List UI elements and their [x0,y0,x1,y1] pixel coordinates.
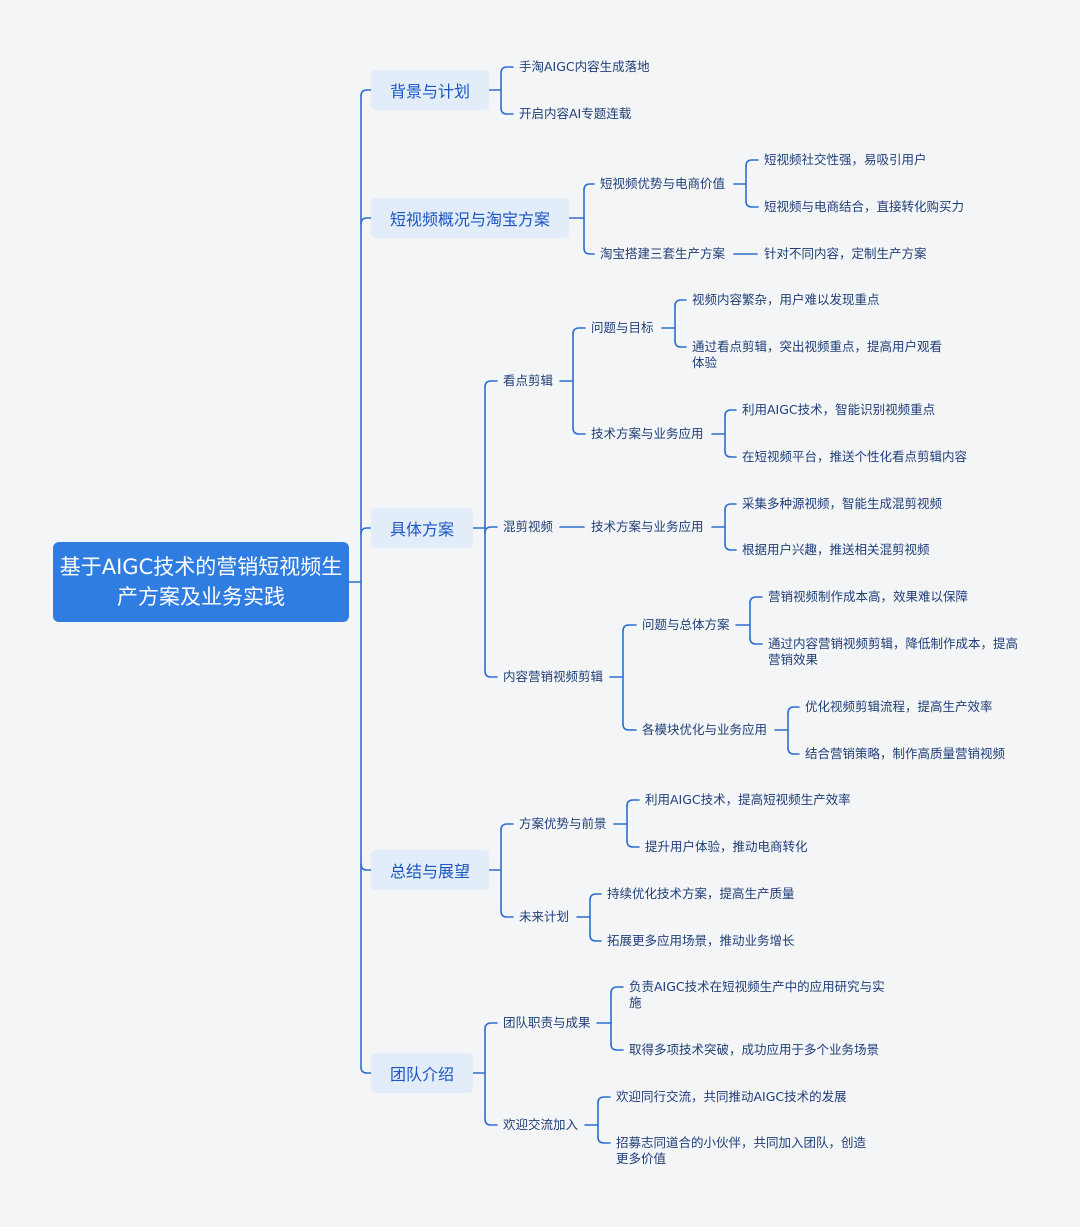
s2-0-links-tick-0 [572,327,586,335]
node-s4-1[interactable]: 欢迎交流加入 [503,1117,579,1132]
node-s2-1-0[interactable]: 技术方案与业务应用 [591,519,704,534]
s2-0-links-tick-1 [572,427,586,435]
root-links-tick-3 [360,863,372,871]
s4-links-tick-0 [484,1022,498,1030]
s2-0-0-links-tick-1 [674,340,687,348]
leaf-s3-1-0[interactable]: 持续优化技术方案，提高生产质量 [607,886,795,901]
s2-0-1-links-tick-0 [724,409,737,417]
s3-1-links-tick-0 [589,893,602,901]
s3-1-links-tick-1 [589,934,602,942]
s4-0-links-tick-1 [610,1043,624,1051]
section-0[interactable]: 背景与计划 [371,70,489,110]
s2-2-links-tick-0 [622,624,637,632]
s2-1-0-links-tick-1 [724,543,737,551]
section-1[interactable]: 短视频概况与淘宝方案 [371,198,569,238]
leaf-s2-1-0-1[interactable]: 根据用户兴趣，推送相关混剪视频 [742,542,930,557]
leaf-s1-0-0[interactable]: 短视频社交性强，易吸引用户 [764,152,927,167]
node-s4-0[interactable]: 团队职责与成果 [503,1015,591,1030]
root-topic[interactable]: 基于AIGC技术的营销短视频生产方案及业务实践 [53,542,349,622]
node-s3-1[interactable]: 未来计划 [519,909,570,924]
s2-2-1-links-tick-0 [787,706,800,714]
s0-links-tick-1 [500,107,514,115]
s1-0-links-tick-1 [745,200,759,208]
root-links-tick-2 [360,527,372,535]
leaf-s2-2-1-0[interactable]: 优化视频剪辑流程，提高生产效率 [805,699,993,714]
section-3[interactable]: 总结与展望 [371,850,489,890]
s0-links-tick-0 [500,66,514,74]
leaf-s3-1-1[interactable]: 拓展更多应用场景，推动业务增长 [607,933,795,948]
leaf-s0-1[interactable]: 开启内容AI专题连载 [519,106,632,121]
node-s1-1[interactable]: 淘宝搭建三套生产方案 [600,246,726,261]
s4-1-links-tick-1 [597,1136,611,1144]
leaf-s2-1-0-0[interactable]: 采集多种源视频，智能生成混剪视频 [742,496,943,511]
node-s1-0[interactable]: 短视频优势与电商价值 [600,176,726,191]
root-links-tick-4 [360,1066,372,1074]
section-4[interactable]: 团队介绍 [371,1053,473,1093]
leaf-s4-1-1[interactable]: 招募志同道合的小伙伴，共同加入团队，创造更多价值 [616,1135,867,1166]
s1-links-tick-1 [583,247,595,255]
leaf-s2-2-1-1[interactable]: 结合营销策略，制作高质量营销视频 [805,746,1006,761]
leaf-s4-0-1[interactable]: 取得多项技术突破，成功应用于多个业务场景 [629,1042,880,1057]
s2-0-1-links-tick-1 [724,450,737,458]
leaf-s1-0-1[interactable]: 短视频与电商结合，直接转化购买力 [764,199,965,214]
leaf-s2-2-0-1[interactable]: 通过内容营销视频剪辑，降低制作成本，提高营销效果 [768,636,1019,667]
node-s3-0[interactable]: 方案优势与前景 [519,816,607,831]
leaf-s2-0-0-0[interactable]: 视频内容繁杂，用户难以发现重点 [692,292,880,307]
s2-2-1-links-tick-1 [787,747,800,755]
leaf-s4-1-0[interactable]: 欢迎同行交流，共同推动AIGC技术的发展 [616,1089,847,1104]
leaf-s2-2-0-0[interactable]: 营销视频制作成本高，效果难以保障 [768,589,969,604]
node-s2-2-0[interactable]: 问题与总体方案 [642,617,730,632]
s4-links-tick-1 [484,1118,498,1126]
leaf-s3-0-0[interactable]: 利用AIGC技术，提高短视频生产效率 [645,792,851,807]
s2-2-0-links-tick-0 [749,596,763,604]
leaf-s3-0-1[interactable]: 提升用户体验，推动电商转化 [645,839,808,854]
leaf-s4-0-0[interactable]: 负责AIGC技术在短视频生产中的应用研究与实施 [629,979,885,1010]
section-2[interactable]: 具体方案 [371,508,473,548]
s3-links-tick-0 [500,823,514,831]
s2-2-links-tick-1 [622,723,637,731]
s4-1-links-tick-0 [597,1096,611,1104]
leaf-s2-0-0-1[interactable]: 通过看点剪辑，突出视频重点，提高用户观看体验 [692,339,943,370]
s2-1-0-links-tick-0 [724,503,737,511]
s2-links-tick-0 [484,380,498,388]
node-s2-0-1[interactable]: 技术方案与业务应用 [591,426,704,441]
root-links-tick-1 [360,217,372,225]
node-s2-0[interactable]: 看点剪辑 [503,373,554,388]
s2-0-0-links-tick-0 [674,299,687,307]
node-s2-0-0[interactable]: 问题与目标 [591,320,654,335]
s1-0-links-tick-0 [745,159,759,167]
node-s2-2-1[interactable]: 各模块优化与业务应用 [642,722,768,737]
s1-links-tick-0 [583,183,595,191]
s3-0-links-tick-1 [626,840,640,848]
s2-2-0-links-tick-1 [749,637,763,645]
s4-0-links-tick-0 [610,986,624,994]
s3-0-links-tick-0 [626,799,640,807]
s2-links-tick-2 [484,670,498,678]
s2-links-tick-1 [484,526,498,534]
node-s2-2[interactable]: 内容营销视频剪辑 [503,669,604,684]
s3-links-tick-1 [500,910,514,918]
leaf-s0-0[interactable]: 手淘AIGC内容生成落地 [519,59,650,74]
leaf-s1-1-0[interactable]: 针对不同内容，定制生产方案 [764,246,927,261]
leaf-s2-0-1-0[interactable]: 利用AIGC技术，智能识别视频重点 [742,402,936,417]
node-s2-1[interactable]: 混剪视频 [503,519,554,534]
leaf-s2-0-1-1[interactable]: 在短视频平台，推送个性化看点剪辑内容 [742,449,968,464]
root-links-tick-0 [360,89,372,97]
